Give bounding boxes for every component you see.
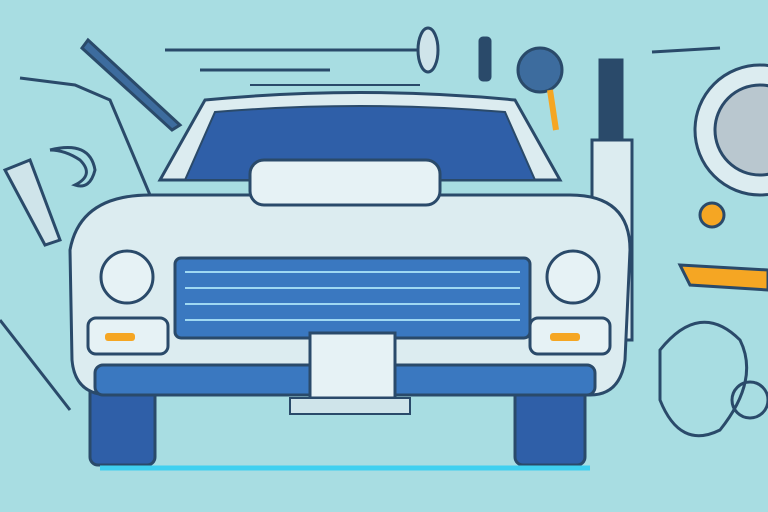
grille — [173, 256, 532, 340]
car — [68, 91, 632, 471]
wrench-tool-left — [0, 37, 183, 411]
headlight-right — [545, 249, 601, 305]
hood-scoop — [248, 158, 442, 207]
turn-signal-right — [550, 333, 580, 341]
tools-top — [165, 26, 721, 131]
turn-signal-left — [105, 333, 135, 341]
headlight-left — [99, 249, 155, 305]
license-plate — [308, 331, 397, 400]
